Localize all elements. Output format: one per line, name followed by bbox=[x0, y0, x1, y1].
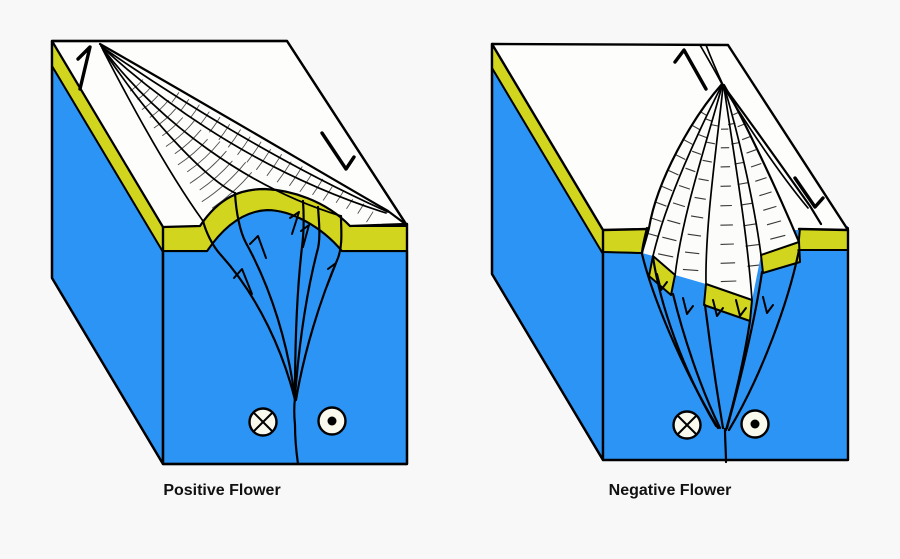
pf-left-layer-bottom-edge bbox=[51, 65, 164, 253]
pf-back-block-motion-arrow-icon bbox=[76, 45, 92, 91]
nf-layer-bottom-edges bbox=[491, 67, 849, 255]
pf-top-fault-traces bbox=[98, 42, 406, 225]
pf-front-faults bbox=[201, 191, 343, 466]
nf-fault-surface-boundaries bbox=[640, 44, 823, 301]
nf-front-block-motion-arrow-icon bbox=[793, 176, 825, 209]
positive-flower-figure bbox=[50, 39, 409, 466]
nf-fault-surface-hatching bbox=[642, 111, 786, 283]
pf-motion-out-of-page-icon bbox=[317, 406, 347, 436]
negative-flower-figure bbox=[490, 42, 850, 464]
nf-front-layer-right bbox=[797, 227, 849, 251]
nf-back-block-motion-arrow-icon bbox=[673, 48, 708, 91]
pf-slip-arrows bbox=[233, 211, 337, 295]
positive-flower-label: Positive Flower bbox=[163, 482, 281, 499]
tick-path bbox=[642, 111, 786, 283]
pf-front-block-motion-arrow-icon bbox=[320, 131, 356, 171]
nf-slip-arrows bbox=[656, 273, 774, 317]
pf-motion-into-page-icon bbox=[248, 407, 278, 437]
nf-block-edges bbox=[490, 42, 850, 462]
nf-front-layer-left bbox=[602, 227, 648, 254]
nf-motion-into-page-icon bbox=[672, 410, 702, 440]
pf-block-edges bbox=[50, 39, 409, 466]
pf-top-surface bbox=[50, 39, 408, 229]
nf-motion-out-of-page-icon bbox=[740, 409, 770, 439]
negative-flower-label: Negative Flower bbox=[608, 482, 732, 499]
